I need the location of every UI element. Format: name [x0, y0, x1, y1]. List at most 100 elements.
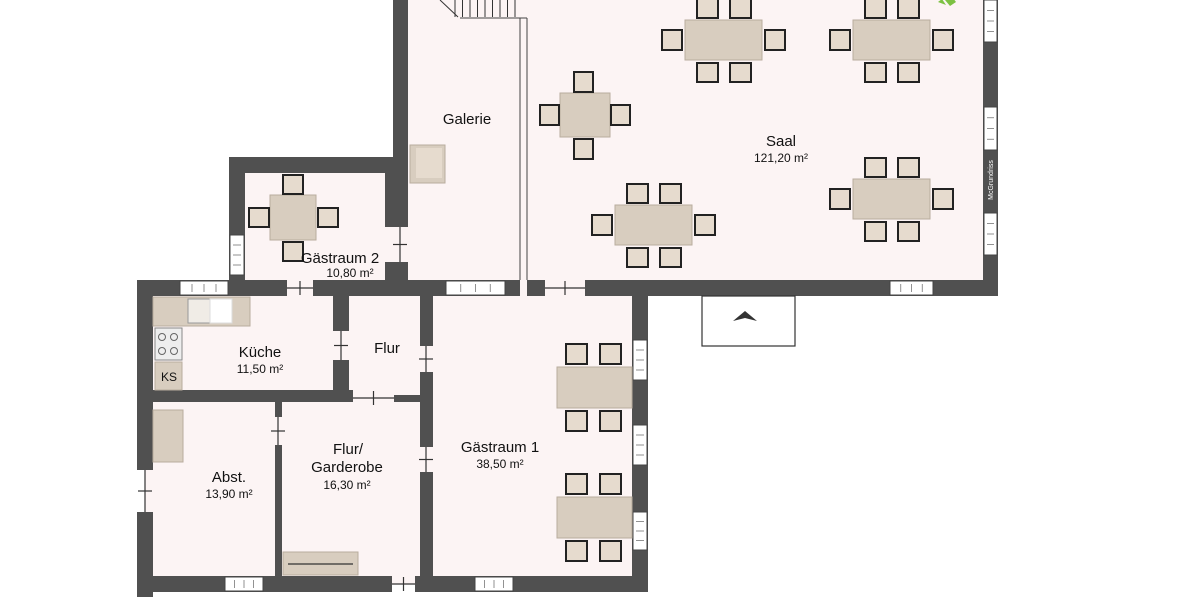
- windows: [179, 0, 998, 592]
- chair: [897, 0, 920, 19]
- entrance-landing: [701, 295, 796, 347]
- chair: [539, 104, 560, 126]
- room-name-saal: Saal: [766, 133, 796, 150]
- chair: [610, 104, 631, 126]
- wall-segment: [275, 402, 282, 417]
- room-area-abst: 13,90 m²: [205, 487, 252, 501]
- armchair: [409, 144, 446, 184]
- wall-segment: [415, 576, 648, 592]
- wall-segment: [420, 472, 433, 576]
- room-name-gastraum2: Gästraum 2: [301, 250, 379, 267]
- plant-icon: [938, 0, 956, 6]
- room-name-garderobe-2: Garderobe: [311, 459, 383, 476]
- wall-segment: [137, 576, 392, 592]
- wall-segment: [275, 445, 282, 576]
- room-name-galerie: Galerie: [443, 111, 491, 128]
- chair: [864, 221, 887, 242]
- wall-segment: [137, 512, 153, 597]
- chair: [696, 0, 719, 19]
- room-name-abst: Abst.: [212, 469, 246, 486]
- wall-segment: [393, 0, 408, 185]
- chair: [599, 410, 622, 432]
- stair-edge: [439, 0, 459, 18]
- table: [556, 366, 633, 409]
- chair: [696, 62, 719, 83]
- room-area-saal: 121,20 m²: [754, 151, 808, 165]
- room-area-kueche: 11,50 m²: [237, 362, 283, 376]
- fridge: [154, 361, 183, 391]
- chair: [565, 540, 588, 562]
- room-area-garderobe: 16,30 m²: [323, 478, 370, 492]
- chair: [661, 29, 683, 51]
- room-area-gastraum2: 10,80 m²: [326, 266, 373, 280]
- chair: [599, 540, 622, 562]
- table: [852, 178, 931, 220]
- room-area-gastraum1: 38,50 m²: [476, 457, 523, 471]
- chair: [932, 188, 954, 210]
- storage-shelf: [152, 409, 184, 463]
- chair: [573, 138, 594, 160]
- chair: [729, 62, 752, 83]
- chair: [565, 343, 588, 365]
- chair: [573, 71, 594, 93]
- wall-segment: [333, 296, 349, 331]
- walls: [137, 0, 998, 597]
- table: [852, 19, 931, 61]
- chair: [282, 241, 304, 262]
- chair: [932, 29, 954, 51]
- chair: [599, 343, 622, 365]
- doors: [138, 227, 585, 591]
- wall-segment: [153, 390, 353, 402]
- wall-segment: [394, 395, 424, 402]
- wall-segment: [420, 296, 433, 346]
- staircase: [439, 0, 516, 18]
- chair: [864, 157, 887, 178]
- chair: [626, 247, 649, 268]
- table: [559, 92, 611, 138]
- wall-segment: [585, 280, 998, 296]
- room-name-gastraum1: Gästraum 1: [461, 439, 539, 456]
- galerie-railing: [460, 17, 528, 280]
- chair: [565, 410, 588, 432]
- entrance-arrow-icon: [733, 311, 757, 321]
- room-name-flur: Flur: [374, 340, 400, 357]
- chair: [626, 183, 649, 204]
- wall-segment: [313, 280, 403, 296]
- room-name-garderobe-1: Flur/: [333, 441, 364, 458]
- chair: [864, 62, 887, 83]
- chair: [248, 207, 270, 228]
- wall-segment: [229, 157, 408, 173]
- chair: [897, 157, 920, 178]
- chair: [565, 473, 588, 495]
- wall-segment: [137, 280, 153, 470]
- sink-icon: [187, 298, 211, 324]
- room-labels: Saal 121,20 m² Galerie Gästraum 2 10,80 …: [205, 111, 808, 501]
- stove-icon: [154, 327, 183, 361]
- furniture: [248, 0, 954, 562]
- chair: [829, 29, 851, 51]
- chair: [317, 207, 339, 228]
- chair: [764, 29, 786, 51]
- wall-segment: [385, 157, 408, 227]
- fridge-label: KS: [161, 370, 177, 384]
- table: [684, 19, 763, 61]
- wall-segment: [527, 280, 545, 296]
- chair: [282, 174, 304, 195]
- kitchen-fixtures: KS: [152, 296, 251, 391]
- chair: [729, 0, 752, 19]
- chair: [897, 62, 920, 83]
- chair: [591, 214, 613, 236]
- watermark-logo: McGrundriss: [988, 160, 995, 200]
- wall-segment: [420, 372, 433, 447]
- chair: [659, 247, 682, 268]
- table: [614, 204, 693, 246]
- room-name-kueche: Küche: [239, 344, 282, 361]
- chair: [829, 188, 851, 210]
- chair: [659, 183, 682, 204]
- table: [556, 496, 633, 539]
- chair: [694, 214, 716, 236]
- chair: [897, 221, 920, 242]
- table: [269, 194, 317, 241]
- wardrobe-bench: [282, 551, 359, 576]
